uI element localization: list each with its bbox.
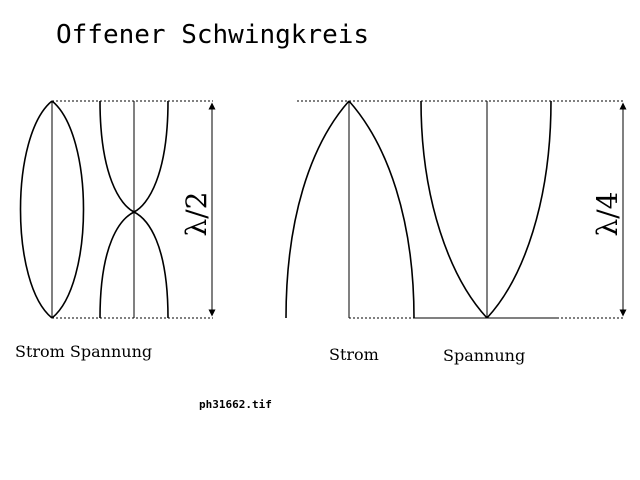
page-title: Offener Schwingkreis <box>56 20 369 50</box>
image-filename: ph31662.tif <box>199 398 272 411</box>
current-curve-right-left <box>285 100 350 319</box>
current-caption: Strom <box>329 345 379 364</box>
half-wave-caption: Strom Spannung <box>15 342 152 361</box>
quarter-wave-dimension-label: λ/4 <box>591 192 624 237</box>
quarter-wave-panel: λ/4 Strom Spannung <box>285 100 627 365</box>
voltage-caption: Spannung <box>443 346 525 365</box>
half-wave-panel: λ/2 Strom Spannung <box>15 100 216 361</box>
current-curve-right-right <box>348 100 415 319</box>
voltage-curve-right-left <box>420 100 488 319</box>
voltage-curve-lower <box>99 211 169 319</box>
current-curve-right <box>51 100 85 319</box>
voltage-curve-right-right <box>486 100 552 319</box>
half-wave-dimension-label: λ/2 <box>180 192 213 237</box>
current-curve-left <box>19 100 53 319</box>
